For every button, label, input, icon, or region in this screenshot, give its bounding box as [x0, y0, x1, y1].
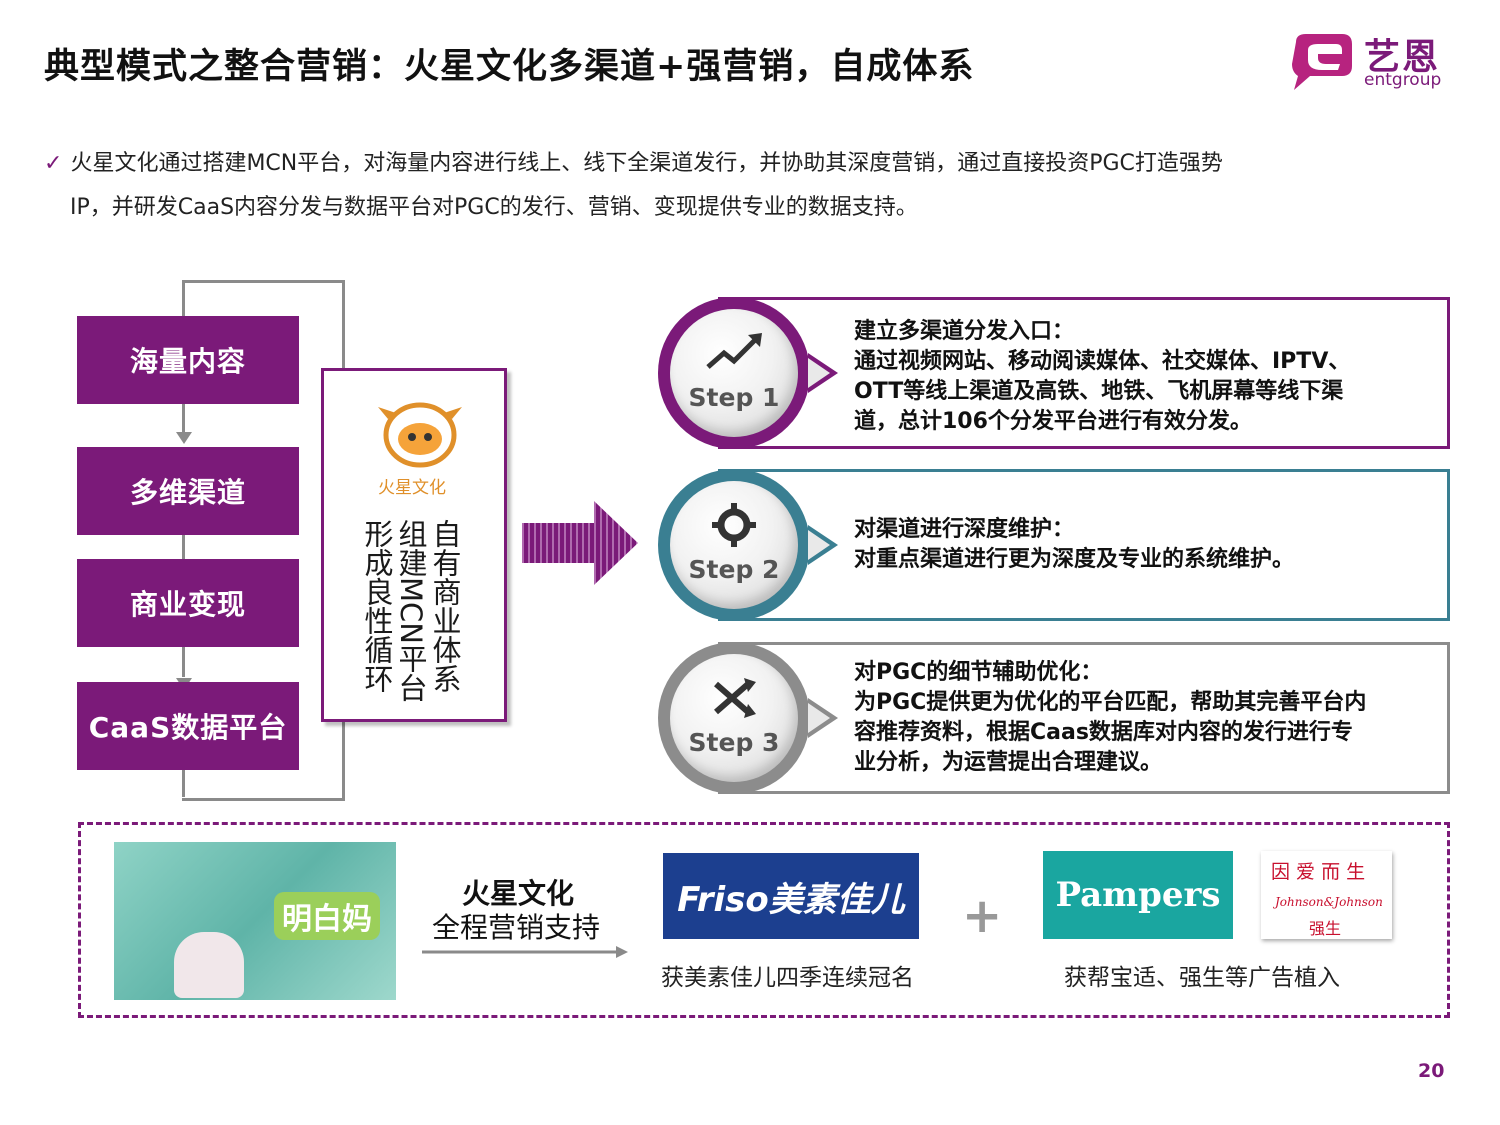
step-2-box	[718, 469, 1450, 621]
step-1-body-3: 道，总计106个分发平台进行有效分发。	[854, 409, 1252, 434]
jj-mid-text: Johnson&Johnson	[1275, 895, 1383, 909]
process-box-monetization: 商业变现	[77, 559, 299, 647]
step-3-pointer	[808, 698, 838, 738]
campaign-photo: 明白妈	[114, 842, 396, 1000]
gear-icon	[712, 503, 756, 547]
mars-mascot-icon	[378, 402, 462, 468]
photo-title-text: 明白妈	[274, 892, 380, 940]
mcn-platform-box: 火星文化 自有商业体系 组建MCN平台 形成良性循环	[321, 368, 507, 722]
step-1-heading: 建立多渠道分发入口：	[854, 319, 1075, 344]
process-connector-1	[182, 404, 185, 434]
mcn-text-col-1: 自有商业体系	[428, 519, 462, 693]
intro-line-2: IP，并研发CaaS内容分发与数据平台对PGC的发行、营销、变现提供专业的数据支…	[70, 195, 918, 220]
entgroup-logo-mark-icon	[1292, 34, 1352, 90]
step-2-label: Step 2	[688, 555, 780, 584]
step-2-heading: 对渠道进行深度维护：	[854, 517, 1075, 542]
intro-line-1: 火星文化通过搭建MCN平台，对海量内容进行线上、线下全渠道发行，并协助其深度营销…	[70, 151, 1223, 176]
step-1-circle: Step 1	[658, 297, 810, 449]
support-title-1: 火星文化	[462, 877, 575, 910]
friso-logo: Friso美素佳儿	[663, 853, 919, 939]
loop-left-top	[182, 280, 185, 322]
step-3-label: Step 3	[688, 728, 780, 757]
mcn-text-col-3: 形成良性循环	[360, 519, 394, 693]
process-connector-2	[182, 535, 185, 563]
support-title-2: 全程营销支持	[432, 911, 601, 944]
support-arrow-icon	[422, 946, 628, 958]
shuffle-icon	[714, 678, 756, 718]
step-2-body-1: 对重点渠道进行更为深度及专业的系统维护。	[854, 547, 1295, 572]
entgroup-logo: 艺恩 entgroup	[1288, 28, 1458, 94]
step-3-body-1: 为PGC提供更为优化的平台匹配，帮助其完善平台内	[854, 690, 1367, 715]
jj-bottom-text: 强生	[1309, 919, 1342, 938]
step-3-card: Step 3 对PGC的细节辅助优化： 为PGC提供更为优化的平台匹配，帮助其完…	[658, 642, 1450, 794]
step-1-body-2: OTT等线上渠道及高铁、地铁、飞机屏幕等线下渠	[854, 379, 1344, 404]
plus-sign: +	[962, 888, 1003, 944]
ads-caption: 获帮宝适、强生等广告植入	[1064, 965, 1340, 991]
jj-top-text: 因 爱 而 生	[1271, 861, 1366, 883]
photo-toilet-shape	[174, 932, 244, 998]
step-1-body-1: 通过视频网站、移动阅读媒体、社交媒体、IPTV、	[854, 349, 1351, 374]
checkmark-icon: ✓	[44, 151, 63, 176]
logo-chinese-text: 艺恩	[1364, 37, 1441, 78]
step-1-box	[718, 297, 1450, 449]
step-1-pointer	[808, 353, 838, 393]
step-3-heading: 对PGC的细节辅助优化：	[854, 660, 1103, 685]
logo-english-text: entgroup	[1364, 70, 1442, 90]
process-box-channels: 多维渠道	[77, 447, 299, 535]
step-3-circle: Step 3	[658, 642, 810, 794]
pampers-logo: Pampers	[1043, 851, 1233, 939]
step-1-card: Step 1 建立多渠道分发入口： 通过视频网站、移动阅读媒体、社交媒体、IPT…	[658, 297, 1450, 449]
mars-culture-logo: 火星文化	[348, 393, 486, 499]
step-2-circle: Step 2	[658, 469, 810, 621]
step-2-pointer	[808, 525, 838, 565]
marketing-support-panel	[78, 822, 1450, 1018]
page-number: 20	[1418, 1060, 1445, 1082]
intro-paragraph: ✓ 火星文化通过搭建MCN平台，对海量内容进行线上、线下全渠道发行，并协助其深度营…	[44, 142, 1424, 230]
step-3-text: 对PGC的细节辅助优化： 为PGC提供更为优化的平台匹配，帮助其完善平台内 容推…	[854, 658, 1366, 778]
step-3-body-3: 业分析，为运营提出合理建议。	[854, 750, 1163, 775]
pampers-logo-text: Pampers	[1055, 875, 1221, 915]
mars-culture-logo-text: 火星文化	[378, 478, 446, 498]
step-2-card: Step 2 对渠道进行深度维护： 对重点渠道进行更为深度及专业的系统维护。	[658, 469, 1450, 621]
friso-logo-text: Friso美素佳儿	[677, 879, 905, 920]
mcn-text-col-2: 组建MCN平台	[394, 519, 428, 702]
loop-left-bottom	[182, 765, 185, 797]
trend-arrow-icon	[706, 333, 762, 369]
process-box-content: 海量内容	[77, 316, 299, 404]
step-1-text: 建立多渠道分发入口： 通过视频网站、移动阅读媒体、社交媒体、IPTV、 OTT等…	[854, 317, 1350, 437]
step-1-label: Step 1	[688, 383, 780, 412]
johnson-logo: 因 爱 而 生 Johnson&Johnson 强生	[1261, 851, 1392, 939]
step-3-box	[718, 642, 1450, 794]
process-connector-3	[182, 647, 185, 677]
step-3-body-2: 容推荐资料，根据Caas数据库对内容的发行进行专	[854, 720, 1353, 745]
right-arrow-icon	[522, 501, 638, 585]
page-title: 典型模式之整合营销：火星文化多渠道+强营销，自成体系	[44, 47, 975, 87]
arrow-down-icon	[176, 432, 192, 444]
step-2-text: 对渠道进行深度维护： 对重点渠道进行更为深度及专业的系统维护。	[854, 515, 1294, 575]
process-box-caas: CaaS数据平台	[77, 682, 299, 770]
friso-caption: 获美素佳儿四季连续冠名	[661, 965, 914, 991]
